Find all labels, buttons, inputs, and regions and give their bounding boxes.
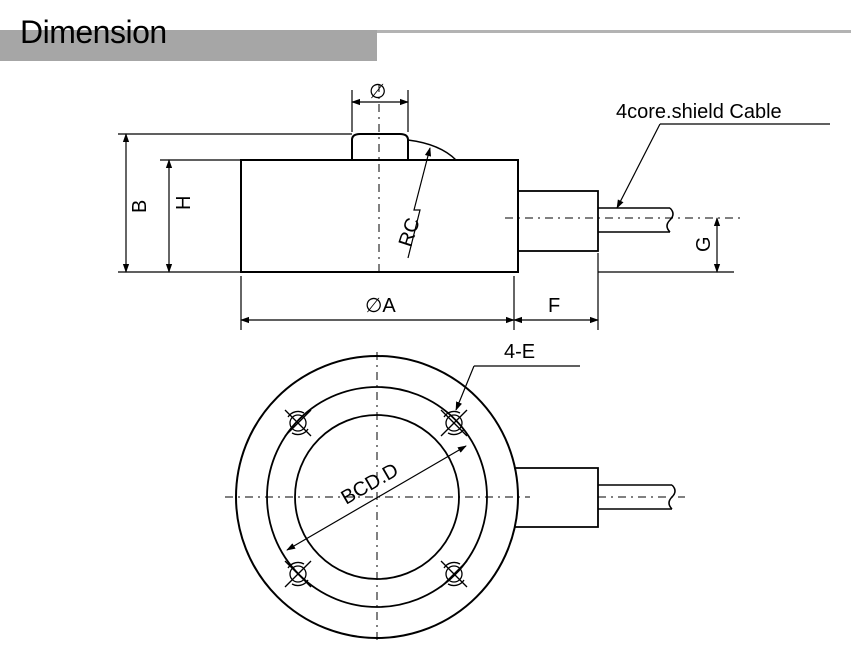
b-label: B: [129, 200, 151, 213]
phi-top-label: ∅: [369, 81, 386, 103]
bolt-holes: [284, 409, 468, 588]
header-bar: [0, 30, 377, 61]
bolt-hole: [440, 560, 468, 588]
cable-break: [666, 207, 674, 233]
rc-label: RC: [395, 215, 425, 249]
top-dimensions: [286, 365, 580, 551]
page-title: Dimension: [20, 14, 167, 50]
holes-label: 4-E: [504, 341, 535, 363]
f-label: F: [548, 295, 560, 317]
g-label: G: [693, 236, 715, 252]
bolt-hole: [284, 560, 312, 588]
section-header: Dimension: [0, 0, 851, 64]
cable-housing: [517, 190, 599, 252]
top-view: [235, 355, 676, 639]
cable-label: 4core.shield Cable: [616, 101, 782, 123]
top-centerlines: [225, 352, 685, 642]
side-dimensions: [118, 90, 830, 330]
header-rule: [377, 30, 851, 33]
diameter-a-label: ∅A: [365, 295, 396, 317]
body-outline: [240, 159, 519, 273]
h-label: H: [173, 196, 195, 210]
bolt-hole: [440, 409, 468, 437]
load-button: [351, 133, 409, 160]
bolt-hole: [284, 409, 312, 437]
side-centerlines: [378, 84, 740, 276]
rc-arc: [407, 139, 457, 161]
side-view: [240, 133, 674, 273]
